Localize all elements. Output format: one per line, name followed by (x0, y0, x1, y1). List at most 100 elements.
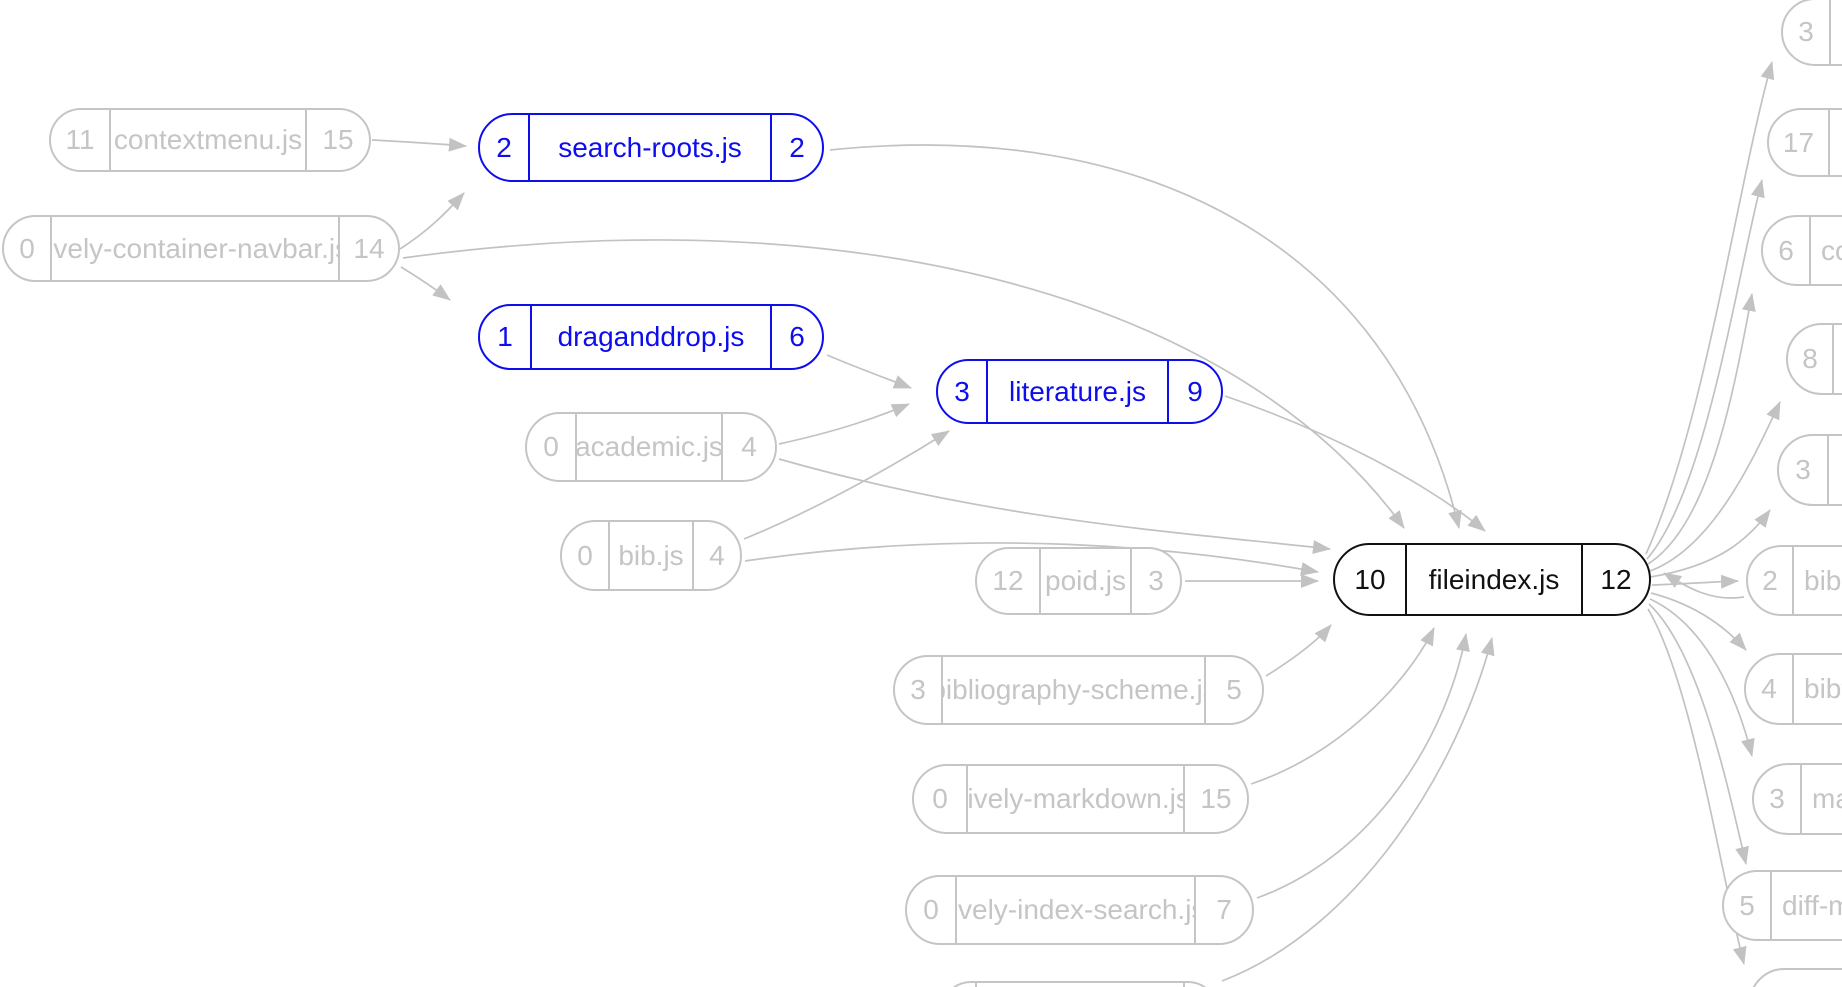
edge-academic-to-literature (778, 403, 910, 445)
in-count: 6 (1778, 234, 1794, 266)
edge-lively-container-navbar-to-draganddrop (400, 266, 451, 301)
file-label: bibliography-scheme.js (941, 657, 1206, 723)
edge-academic-to-fileindex (778, 458, 1331, 555)
edge-bib-to-literature (743, 430, 950, 540)
out-count: 15 (1200, 783, 1232, 814)
out-count: 3 (1148, 565, 1164, 596)
edge-fileindex-to-r2 (1646, 179, 1765, 560)
edge-fileindex-to-r7 (1650, 592, 1747, 651)
edge-bib-to-fileindex (744, 542, 1319, 576)
file-label (1829, 0, 1842, 64)
edge-contextmenu-to-search-roots (371, 137, 467, 152)
in-count: 0 (577, 539, 593, 571)
graph-node-lively-markdown[interactable]: 0 lively-markdown.js 15 (912, 764, 1249, 834)
graph-node-r2[interactable]: 17 (1767, 108, 1842, 177)
out-count: 4 (741, 431, 757, 462)
edge-r6-to-fileindex (1663, 572, 1745, 599)
edge-fileindex-to-r8 (1649, 598, 1755, 757)
out-count: 15 (322, 124, 354, 155)
out-count: 14 (353, 232, 385, 264)
graph-node-r4[interactable]: 8 (1786, 323, 1842, 395)
file-label: lively-container-navbar.js (50, 217, 340, 280)
file-label: ma (1800, 765, 1842, 833)
in-count (1751, 970, 1842, 987)
in-count: 0 (932, 783, 948, 814)
graph-node-r1[interactable]: 3 (1781, 0, 1842, 66)
file-label: lively-markdown.js (966, 766, 1185, 832)
graph-node-r9[interactable]: 5 diff-m (1722, 870, 1842, 941)
graph-node-r6[interactable]: 2 bibl (1746, 545, 1842, 616)
file-label: academic.js (575, 414, 723, 480)
file-label (1832, 325, 1842, 393)
edge-literature-to-fileindex (1224, 395, 1486, 532)
graph-node-bibliography-scheme[interactable]: 3 bibliography-scheme.js 5 (893, 655, 1264, 725)
edge-lively-markdown-to-fileindex (1250, 627, 1435, 785)
file-label: literature.js (986, 361, 1169, 422)
graph-node-r3[interactable]: 6 co (1761, 215, 1842, 286)
file-label: co (1809, 217, 1842, 284)
in-count: 3 (1769, 783, 1785, 814)
file-label: bibt (1792, 655, 1842, 723)
file-label: search-roots.js (528, 115, 772, 180)
edge-lively-index-search-to-fileindex (1256, 633, 1470, 899)
graph-node-lively-container-navbar[interactable]: 0 lively-container-navbar.js 14 (2, 215, 400, 282)
edge-lively-container-navbar-to-fileindex (402, 239, 1405, 529)
in-count: 4 (1761, 673, 1777, 704)
out-count: 2 (789, 131, 805, 163)
graph-node-bottom-partial[interactable] (941, 981, 1218, 987)
in-count: 2 (1762, 564, 1778, 596)
out-count: 7 (1216, 894, 1232, 925)
file-label (1828, 110, 1842, 175)
file-label (975, 983, 1185, 987)
graph-node-contextmenu[interactable]: 11 contextmenu.js 15 (49, 108, 371, 172)
edge-bottom-partial-to-fileindex (1221, 637, 1495, 982)
graph-node-bib[interactable]: 0 bib.js 4 (560, 520, 742, 591)
in-count (943, 983, 975, 987)
edge-lively-container-navbar-to-search-roots (399, 192, 465, 250)
edge-bibliography-scheme-to-fileindex (1265, 624, 1332, 677)
edge-draganddrop-to-literature (826, 354, 912, 389)
graph-node-r7[interactable]: 4 bibt (1744, 653, 1842, 725)
file-label (1827, 436, 1842, 504)
file-label: draganddrop.js (530, 306, 772, 368)
graph-node-draganddrop[interactable]: 1 draganddrop.js 6 (478, 304, 824, 370)
file-label: lively-index-search.js (955, 877, 1196, 943)
edge-fileindex-to-r9 (1648, 603, 1749, 865)
graph-node-r5[interactable]: 3 (1777, 434, 1842, 506)
graph-node-search-roots[interactable]: 2 search-roots.js 2 (478, 113, 824, 182)
out-count: 5 (1226, 674, 1242, 705)
in-count: 0 (19, 232, 35, 264)
file-label: poid.js (1039, 549, 1132, 613)
file-label: diff-m (1770, 872, 1842, 939)
in-count: 8 (1802, 343, 1818, 374)
in-count: 3 (910, 674, 926, 705)
in-count: 5 (1739, 889, 1755, 921)
edge-search-roots-to-fileindex (829, 144, 1462, 529)
out-count (1185, 983, 1216, 987)
graph-node-r8[interactable]: 3 ma (1752, 763, 1842, 835)
file-label: contextmenu.js (109, 110, 307, 170)
out-count: 6 (789, 321, 805, 352)
out-count: 4 (709, 539, 725, 571)
graph-node-r10[interactable] (1749, 968, 1842, 987)
in-count: 3 (1798, 16, 1814, 47)
edge-fileindex-to-r4 (1649, 401, 1781, 572)
edge-fileindex-to-r1 (1645, 61, 1775, 555)
in-count: 10 (1354, 563, 1386, 595)
in-count: 11 (65, 124, 95, 155)
in-count: 17 (1782, 126, 1815, 158)
file-label: fileindex.js (1405, 545, 1583, 614)
in-count: 2 (496, 131, 512, 163)
in-count: 1 (497, 321, 513, 352)
file-label: bib.js (608, 522, 694, 589)
file-label: bibl (1792, 547, 1842, 614)
edge-fileindex-to-r3 (1647, 293, 1756, 565)
